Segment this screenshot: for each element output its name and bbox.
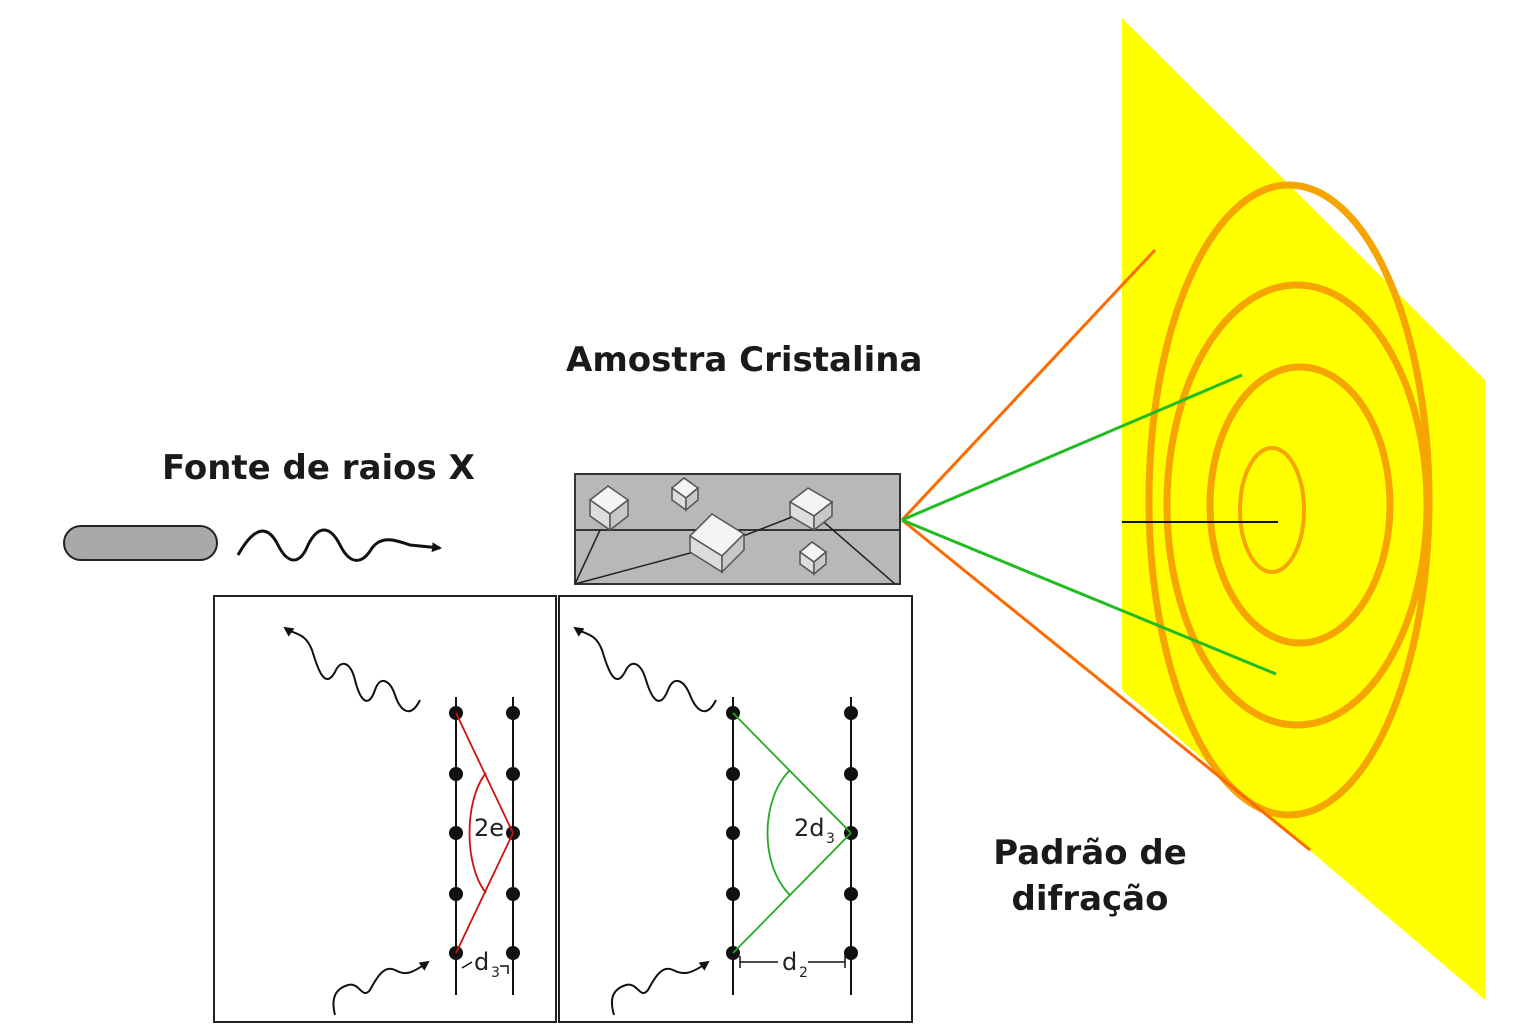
incoming-wave-left	[332, 960, 430, 1016]
bragg-panel-left: 2e d 3	[213, 595, 557, 1023]
diffracted-beams	[900, 248, 1311, 852]
crystal-grain-2	[670, 477, 700, 512]
diffraction-pattern-label-line2: difração	[1011, 879, 1169, 919]
inner-beam-bottom	[901, 518, 1277, 676]
spacing-sub-left: 3	[491, 965, 500, 981]
diffraction-screen	[1122, 18, 1485, 1000]
crystal-grain-4	[788, 487, 834, 532]
crystal-grain-3	[688, 513, 746, 574]
crystal-grain-5	[798, 541, 828, 576]
diffraction-pattern-label-line1: Padrão de	[993, 833, 1187, 873]
outer-beam-bottom	[901, 518, 1311, 852]
xray-wave-arrow	[236, 528, 442, 562]
angle-sub-right: 3	[826, 831, 835, 847]
angle-label-left: 2e	[474, 814, 504, 842]
outer-beam-top	[900, 248, 1157, 522]
ring-1	[1238, 446, 1306, 574]
spacing-sub-right: 2	[799, 965, 808, 981]
outgoing-wave-left	[283, 626, 421, 713]
crystal-sample	[574, 473, 901, 585]
lattice-atoms-left	[449, 706, 520, 960]
bragg-angle-right	[732, 712, 852, 954]
xray-source-label: Fonte de raios X	[162, 448, 475, 488]
xray-source-tube	[63, 525, 218, 561]
diffraction-rings	[1145, 181, 1433, 819]
spacing-label-left: d	[474, 948, 489, 976]
crystal-sample-label: Amostra Cristalina	[566, 340, 923, 380]
incoming-wave-right	[610, 960, 710, 1016]
bragg-angle-left	[455, 712, 514, 954]
inner-beam-top	[901, 373, 1243, 522]
crystal-grain-1	[588, 485, 630, 532]
diffraction-pattern-label: Padrão de difração	[970, 830, 1210, 922]
spacing-label-right: d	[782, 948, 797, 976]
ring-2	[1206, 363, 1394, 647]
outgoing-wave-right	[573, 626, 717, 713]
ring-4	[1145, 181, 1433, 819]
bragg-panel-right: 2d 3 d 2	[558, 595, 913, 1023]
angle-label-right: 2d	[794, 814, 825, 842]
